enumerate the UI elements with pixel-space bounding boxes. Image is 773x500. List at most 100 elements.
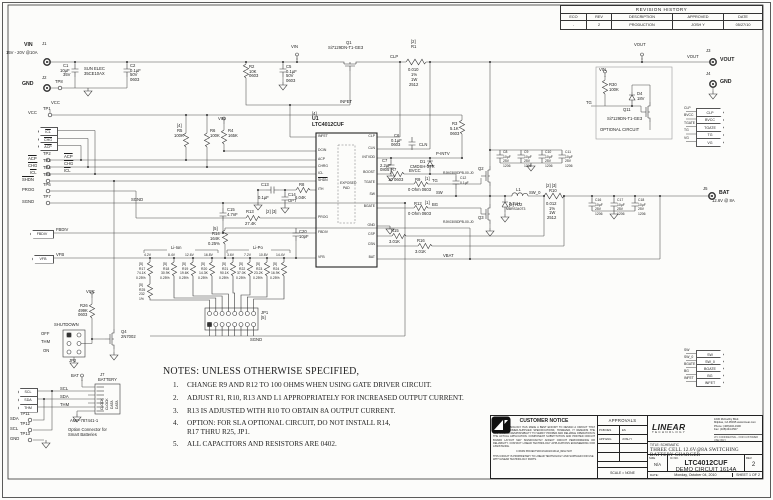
schematic-label: SGND (250, 337, 263, 342)
schematic-label: EXPOSED (340, 181, 357, 185)
schematic-label: TG (432, 177, 438, 183)
schematic-label: CSP (368, 232, 375, 236)
note-item: 4.OPTION: FOR SLA OPTIONAL CIRCUIT, DO N… (173, 419, 493, 436)
schematic-label: R15 (391, 228, 399, 233)
schematic-label: CHG (64, 161, 74, 166)
offpage-tag: FBDIV (30, 229, 54, 239)
schematic-label: GND (367, 223, 375, 227)
schematic-label: 0.25% (136, 275, 146, 280)
schematic-label: R12 (414, 200, 422, 206)
schematic-label: CMDSH-3TR (410, 164, 435, 169)
schematic-label: SW_0 (529, 189, 541, 195)
schematic-label: [5] (261, 315, 266, 320)
schematic-label: 499K (78, 307, 88, 313)
schematic-label: CLOCK (105, 398, 109, 410)
schematic-label: 10.8V (259, 253, 268, 257)
schematic-label: 35V (63, 72, 71, 77)
schematic-label: 50V (286, 73, 294, 78)
schematic-label: 12.6V @ 8A (712, 198, 735, 203)
schematic-label: ICL (64, 168, 71, 173)
schematic-label: BAT (719, 190, 730, 196)
schematic-label: 1W (411, 77, 418, 82)
schematic-label: TP11 (20, 411, 30, 416)
schematic-label: ITH (318, 187, 324, 191)
schematic-label: SW (436, 190, 443, 195)
schematic-label: [2] [3] (546, 183, 557, 188)
schematic-label: D1 (420, 159, 426, 164)
schematic-label: DATA (115, 400, 119, 409)
schematic-label: C10 (545, 150, 552, 154)
schematic-label: TP5 (43, 172, 51, 177)
schematic-label: 0603 (450, 130, 460, 136)
schematic-label: D4 (637, 91, 643, 96)
approval-row (598, 444, 647, 453)
ic-number: LTC4012CUF (684, 460, 728, 467)
schematic-label: 2N7002 (121, 334, 136, 339)
schematic-label: BAT (368, 255, 375, 259)
schematic-label: 2512 (409, 82, 419, 87)
schematic-label: 2512 (547, 214, 557, 220)
schematic-label: 37.0K (237, 271, 246, 275)
schematic-label: C2 (130, 63, 136, 68)
linear-technology-logo: LINEAR TECHNOLOGY (491, 416, 714, 441)
schematic-label: 90.1K (220, 271, 229, 275)
schematic-label: 0603 (130, 76, 140, 82)
schematic-label: ON (43, 347, 50, 353)
schematic-label: R3 (452, 121, 458, 126)
schematic-label: [2] [3] (266, 209, 277, 214)
schematic-label: C6 (394, 133, 400, 138)
schematic-label: CLN (419, 142, 428, 147)
schematic-label: PAD (343, 186, 350, 190)
schematic-label: 0.25% (219, 275, 229, 280)
schematic-label: C8 (503, 150, 508, 154)
note-text: ALL CAPACITORS AND RESISTORS ARE 0402. (187, 440, 337, 449)
notes-heading: NOTES: UNLESS OTHERWISE SPECIFIED, (163, 366, 360, 377)
schematic-label: 2.2µH (509, 201, 521, 206)
ic-no-label: IC NO. (670, 456, 679, 460)
schematic-label: 1206 (595, 211, 603, 216)
schematic-label: OPT (288, 197, 297, 203)
note-number: 5. (173, 440, 179, 449)
schematic-label: TP12 (20, 421, 31, 426)
schematic-label: TG (586, 100, 592, 105)
schematic-label: C9 (524, 150, 529, 154)
schematic-label: C14 (288, 192, 296, 197)
schematic-label: 10µF (565, 154, 573, 159)
schematic-label: R17 (139, 266, 146, 271)
schematic-label: C16 (595, 198, 602, 202)
schematic-label: THM (41, 339, 51, 344)
schematic-label: SGND (22, 199, 35, 204)
schematic-label: CSN (367, 242, 375, 246)
rev-cell: 2 (585, 20, 613, 30)
schematic-label: 0603 (391, 142, 401, 147)
size-value: N/A (654, 462, 661, 467)
schematic-label: [2] (411, 39, 416, 44)
schematic-label: DATA (110, 400, 114, 409)
schematic-label: C11 (565, 150, 571, 154)
customer-notice-footer: THIS CIRCUIT IS PROPRIETARY TO LINEAR TE… (493, 454, 594, 461)
lt-logo-icon (491, 416, 511, 434)
schematic-label: 0.1µF (391, 137, 402, 143)
schematic-label: SW_0 (684, 354, 694, 359)
schematic-label: Li-Po (253, 245, 263, 250)
schematic-label: 100K (609, 87, 619, 92)
schematic-label: 10µF (503, 154, 511, 159)
schematic-label: ACP (28, 156, 37, 161)
schematic-label: 16.8V (204, 253, 213, 257)
schematic-label: Q3 (478, 215, 484, 220)
schematic-label: 10K (249, 68, 257, 74)
schematic-label: R7 (391, 167, 397, 172)
rev-cell: PRODUCTION (611, 20, 673, 30)
schematic-label: 0.1µF (286, 68, 297, 74)
schematic-label: PROG (22, 187, 35, 192)
schematic-label: 6.04K (295, 195, 306, 200)
schematic-label: 4.7nF (227, 212, 238, 217)
schematic-label: [5] (163, 262, 167, 266)
note-text: R13 IS ADJUSTED WITH R10 TO OBTAIN 8A OU… (187, 406, 396, 415)
schematic-label: [5] (273, 262, 277, 266)
schematic-label: 0.25% (208, 241, 220, 246)
schematic-label: SW (684, 347, 690, 352)
schematic-label: GND (22, 81, 34, 87)
schematic-label: TP6 (43, 182, 51, 187)
schematic-label: C7 (382, 158, 388, 163)
